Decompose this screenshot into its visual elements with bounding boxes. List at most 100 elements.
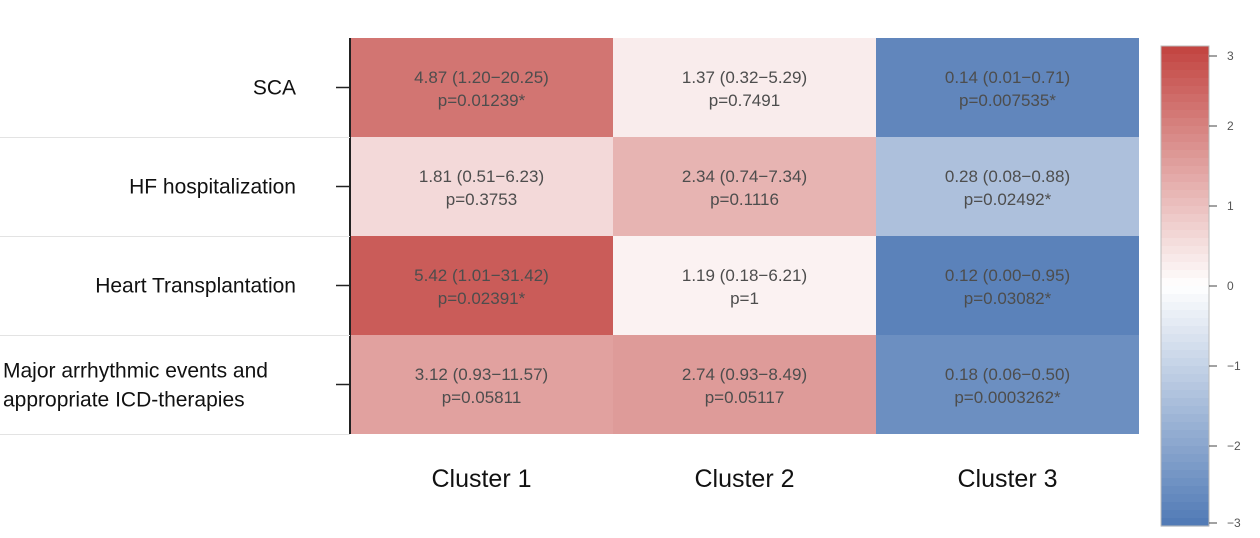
cell-estimate-label: 0.28 (0.08−0.88) — [945, 167, 1070, 186]
cell-pvalue-label: p=0.01239* — [438, 91, 526, 110]
colorbar-strip — [1161, 166, 1209, 175]
colorbar-strip — [1161, 278, 1209, 287]
colorbar-strip — [1161, 286, 1209, 295]
column-label: Cluster 3 — [957, 465, 1057, 493]
heatmap-cell — [876, 335, 1139, 434]
colorbar-strip — [1161, 142, 1209, 151]
heatmap-cell — [350, 236, 613, 335]
colorbar-strip — [1161, 78, 1209, 87]
colorbar-strip — [1161, 230, 1209, 239]
colorbar-strip — [1161, 94, 1209, 103]
cell-estimate-label: 1.19 (0.18−6.21) — [682, 266, 807, 285]
cell-pvalue-label: p=0.007535* — [959, 91, 1056, 110]
column-label: Cluster 2 — [694, 465, 794, 493]
colorbar-strip — [1161, 70, 1209, 79]
colorbar-tick-label: −1 — [1227, 359, 1241, 373]
heatmap-cell — [350, 137, 613, 236]
cell-estimate-label: 0.14 (0.01−0.71) — [945, 68, 1070, 87]
heatmap-cell — [876, 137, 1139, 236]
colorbar-strip — [1161, 182, 1209, 191]
colorbar-strip — [1161, 430, 1209, 439]
heatmap-cell — [876, 236, 1139, 335]
colorbar-strip — [1161, 206, 1209, 215]
cell-pvalue-label: p=0.05811 — [442, 388, 522, 407]
colorbar-strip — [1161, 326, 1209, 335]
colorbar-strip — [1161, 454, 1209, 463]
colorbar-strip — [1161, 46, 1209, 55]
colorbar-strip — [1161, 294, 1209, 303]
row-label: SCA — [253, 77, 296, 100]
colorbar-strip — [1161, 270, 1209, 279]
colorbar-strip — [1161, 310, 1209, 319]
heatmap-cell — [876, 38, 1139, 137]
cell-pvalue-label: p=0.1116 — [710, 190, 779, 209]
row-label: HF hospitalization — [129, 176, 296, 199]
colorbar-strip — [1161, 366, 1209, 375]
cell-pvalue-label: p=0.3753 — [446, 190, 517, 209]
colorbar-strip — [1161, 302, 1209, 311]
column-label: Cluster 1 — [431, 465, 531, 493]
colorbar-strip — [1161, 422, 1209, 431]
colorbar-tick-label: 0 — [1227, 279, 1234, 293]
colorbar-strip — [1161, 342, 1209, 351]
colorbar-strip — [1161, 110, 1209, 119]
colorbar-strip — [1161, 398, 1209, 407]
colorbar-strip — [1161, 438, 1209, 447]
colorbar-strip — [1161, 102, 1209, 111]
colorbar-strip — [1161, 198, 1209, 207]
cell-estimate-label: 3.12 (0.93−11.57) — [415, 365, 548, 384]
colorbar-strip — [1161, 246, 1209, 255]
colorbar-strip — [1161, 518, 1209, 527]
colorbar-strip — [1161, 406, 1209, 415]
colorbar-strip — [1161, 134, 1209, 143]
colorbar-strip — [1161, 254, 1209, 263]
cell-estimate-label: 0.12 (0.00−0.95) — [945, 266, 1070, 285]
colorbar-strip — [1161, 350, 1209, 359]
row-label: appropriate ICD-therapies — [3, 389, 245, 412]
colorbar-tick-label: 2 — [1227, 119, 1234, 133]
cell-pvalue-label: p=0.0003262* — [954, 388, 1061, 407]
colorbar-tick-label: 1 — [1227, 199, 1234, 213]
colorbar-strip — [1161, 390, 1209, 399]
cell-pvalue-label: p=1 — [730, 289, 759, 308]
colorbar-tick-label: −2 — [1227, 439, 1241, 453]
colorbar-tick-label: 3 — [1227, 49, 1234, 63]
colorbar-strip — [1161, 86, 1209, 95]
cell-estimate-label: 2.34 (0.74−7.34) — [682, 167, 807, 186]
row-label: Major arrhythmic events and — [3, 360, 268, 383]
colorbar-strip — [1161, 382, 1209, 391]
cell-estimate-label: 5.42 (1.01−31.42) — [414, 266, 549, 285]
colorbar-strip — [1161, 238, 1209, 247]
row-label: Heart Transplantation — [95, 275, 296, 298]
heatmap-cell — [613, 335, 876, 434]
colorbar-strip — [1161, 374, 1209, 383]
heatmap-cell — [613, 236, 876, 335]
colorbar-strip — [1161, 150, 1209, 159]
heatmap-cell — [350, 335, 613, 434]
cell-pvalue-label: p=0.02391* — [438, 289, 526, 308]
colorbar-strip — [1161, 470, 1209, 479]
colorbar-strip — [1161, 358, 1209, 367]
colorbar-strip — [1161, 502, 1209, 511]
cell-pvalue-label: p=0.05117 — [705, 388, 785, 407]
colorbar-strip — [1161, 222, 1209, 231]
cell-estimate-label: 1.37 (0.32−5.29) — [682, 68, 807, 87]
colorbar-strip — [1161, 174, 1209, 183]
colorbar-strip — [1161, 486, 1209, 495]
colorbar-strip — [1161, 190, 1209, 199]
cell-estimate-label: 4.87 (1.20−20.25) — [414, 68, 549, 87]
colorbar-strip — [1161, 62, 1209, 71]
heatmap-cell — [350, 38, 613, 137]
colorbar-strip — [1161, 126, 1209, 135]
colorbar-strip — [1161, 318, 1209, 327]
cell-pvalue-label: p=0.03082* — [964, 289, 1052, 308]
cell-estimate-label: 1.81 (0.51−6.23) — [419, 167, 544, 186]
cell-pvalue-label: p=0.7491 — [709, 91, 780, 110]
heatmap-cell — [613, 38, 876, 137]
colorbar-strip — [1161, 334, 1209, 343]
colorbar-strip — [1161, 262, 1209, 271]
cell-pvalue-label: p=0.02492* — [964, 190, 1052, 209]
colorbar-strip — [1161, 510, 1209, 519]
